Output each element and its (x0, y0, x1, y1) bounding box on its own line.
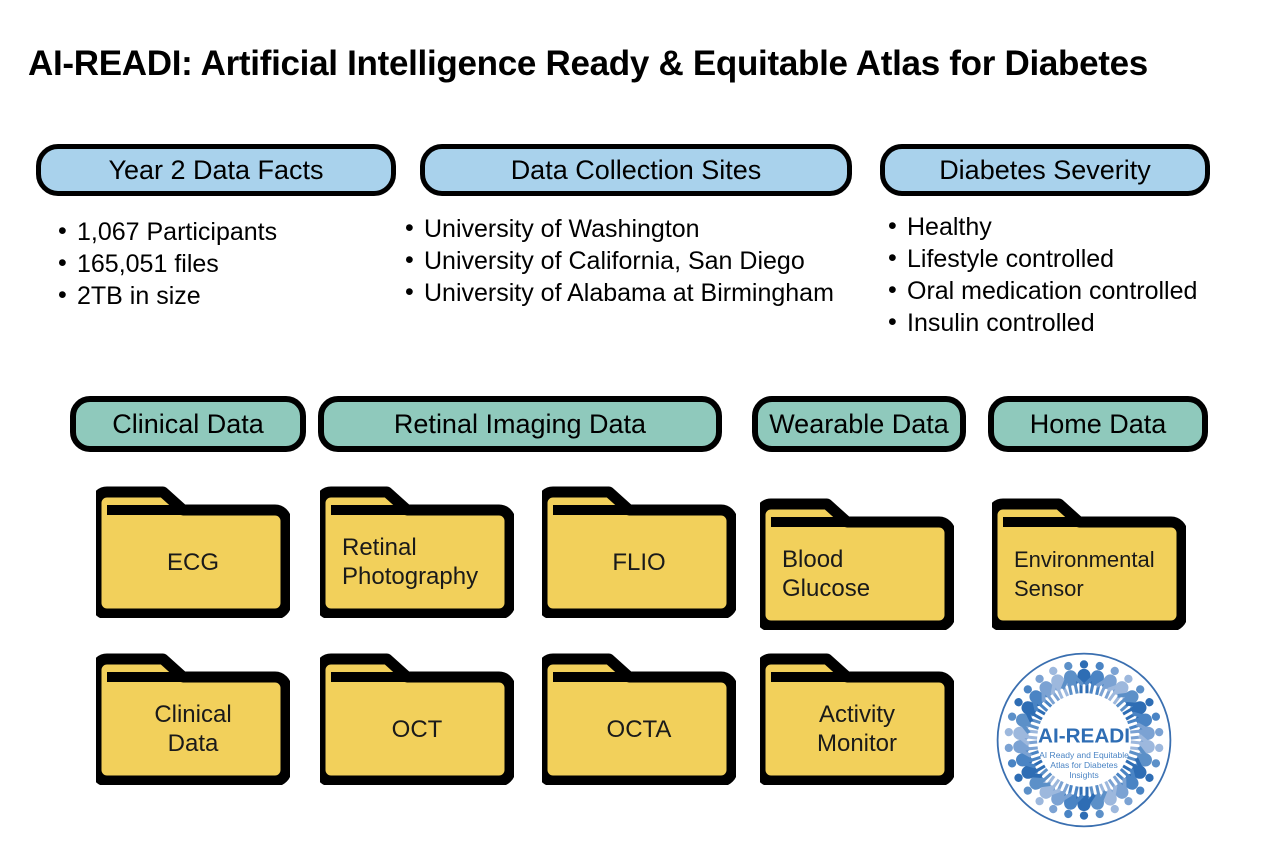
category-header-wearable-data: Wearable Data (752, 396, 966, 452)
folder-oct[interactable]: OCT (320, 645, 514, 785)
folder-icon (992, 498, 1186, 630)
panel-data-collection-sites: Data Collection Sites University of Wash… (405, 144, 852, 309)
folder-icon (760, 653, 954, 785)
folder-octa[interactable]: OCTA (542, 645, 736, 785)
folder-icon (760, 498, 954, 630)
list-item: Healthy (888, 210, 1210, 243)
list-item: University of Washington (405, 212, 852, 245)
list-item: Insulin controlled (888, 306, 1210, 339)
category-header-retinal-imaging-data: Retinal Imaging Data (318, 396, 722, 452)
panel-heading-data-collection-sites: Data Collection Sites (420, 144, 852, 196)
diabetes-severity-list: Healthy Lifestyle controlled Oral medica… (888, 210, 1210, 339)
folder-ecg[interactable]: ECG (96, 478, 290, 618)
page-title: AI-READI: Artificial Intelligence Ready … (28, 44, 1148, 83)
ai-readi-logo: AI-READI AI Ready and Equitable Atlas fo… (994, 645, 1174, 835)
folder-icon (96, 486, 290, 618)
category-header-home-data: Home Data (988, 396, 1208, 452)
data-collection-sites-list: University of Washington University of C… (405, 212, 852, 309)
list-item: Oral medication controlled (888, 274, 1210, 307)
folder-flio[interactable]: FLIO (542, 478, 736, 618)
panel-year-2-data-facts: Year 2 Data Facts 1,067 Participants 165… (36, 144, 396, 312)
panel-heading-year-2-data-facts: Year 2 Data Facts (36, 144, 396, 196)
list-item: University of Alabama at Birmingham (405, 276, 852, 309)
folder-icon (96, 653, 290, 785)
category-header-clinical-data: Clinical Data (70, 396, 306, 452)
logo-tagline-line1: AI Ready and Equitable (1039, 750, 1129, 760)
folder-retinal-photography[interactable]: Retinal Photography (320, 478, 514, 618)
folder-icon (542, 486, 736, 618)
folder-clinical-data[interactable]: Clinical Data (96, 645, 290, 785)
folder-icon (320, 486, 514, 618)
panel-heading-diabetes-severity: Diabetes Severity (880, 144, 1210, 196)
folder-icon (542, 653, 736, 785)
folder-icon (320, 653, 514, 785)
ai-readi-logo-icon: AI-READI AI Ready and Equitable Atlas fo… (996, 652, 1172, 828)
list-item: 1,067 Participants (58, 215, 396, 248)
logo-tagline-line2: Atlas for Diabetes (1050, 760, 1117, 770)
logo-wordmark: AI-READI (1038, 725, 1130, 748)
list-item: University of California, San Diego (405, 244, 852, 277)
list-item: Lifestyle controlled (888, 242, 1210, 275)
folder-blood-glucose[interactable]: Blood Glucose (760, 490, 954, 630)
logo-tagline-line3: Insights (1069, 770, 1098, 780)
list-item: 2TB in size (58, 279, 396, 312)
folder-activity-monitor[interactable]: Activity Monitor (760, 645, 954, 785)
year-2-data-facts-list: 1,067 Participants 165,051 files 2TB in … (58, 215, 396, 312)
list-item: 165,051 files (58, 247, 396, 280)
panel-diabetes-severity: Diabetes Severity Healthy Lifestyle cont… (880, 144, 1210, 339)
folder-environmental-sensor[interactable]: Environmental Sensor (992, 490, 1186, 630)
